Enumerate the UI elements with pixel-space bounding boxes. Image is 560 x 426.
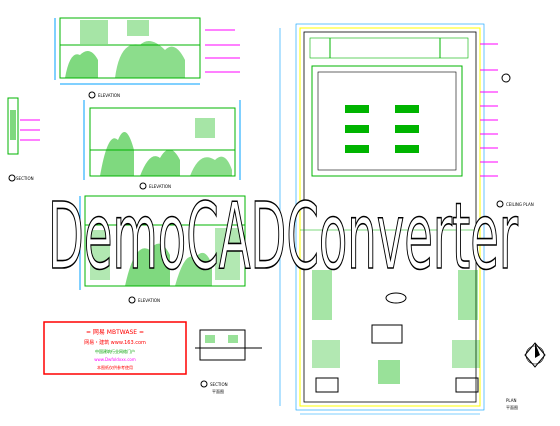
elevation-label-2: ELEVATION <box>149 184 171 189</box>
elevation-bottom: ELEVATION <box>79 195 246 304</box>
elevation-label-1: ELEVATION <box>98 93 120 98</box>
section-label-bottom: SECTION <box>210 382 228 387</box>
section-left: SECTION <box>7 97 40 182</box>
section-label-left: SECTION <box>16 176 34 181</box>
watermark: DemoCADConverter <box>48 183 519 290</box>
section-sub-bottom: 平面图 <box>212 388 224 394</box>
ceiling-plan-label: CEILING PLAN <box>506 202 534 207</box>
plan-label: PLAN <box>506 398 516 403</box>
north-arrow-icon <box>524 342 546 368</box>
plan-sublabel: 平面图 <box>506 404 518 410</box>
elevation-top: ELEVATION <box>54 17 240 99</box>
section-bottom: SECTION 平面图 <box>195 329 262 394</box>
elevation-label-3: ELEVATION <box>138 298 160 303</box>
title-line-2: 网易・建筑 www.163.com <box>84 339 146 346</box>
title-block: = 网易 MBTWASE = 网易・建筑 www.163.com 中国建筑行业网… <box>43 321 187 375</box>
title-line-1: = 网易 MBTWASE = <box>86 329 144 336</box>
title-line-3: 中国建筑行业网络门户 <box>95 348 135 354</box>
floor-plan: CEILING PLAN PLAN 平面图 <box>279 23 534 415</box>
title-line-5: 本图纸仅供参考使用 <box>97 364 133 370</box>
title-line-4: www.Dwfoldxxx.com <box>94 357 136 362</box>
elevation-middle: ELEVATION <box>83 100 241 190</box>
